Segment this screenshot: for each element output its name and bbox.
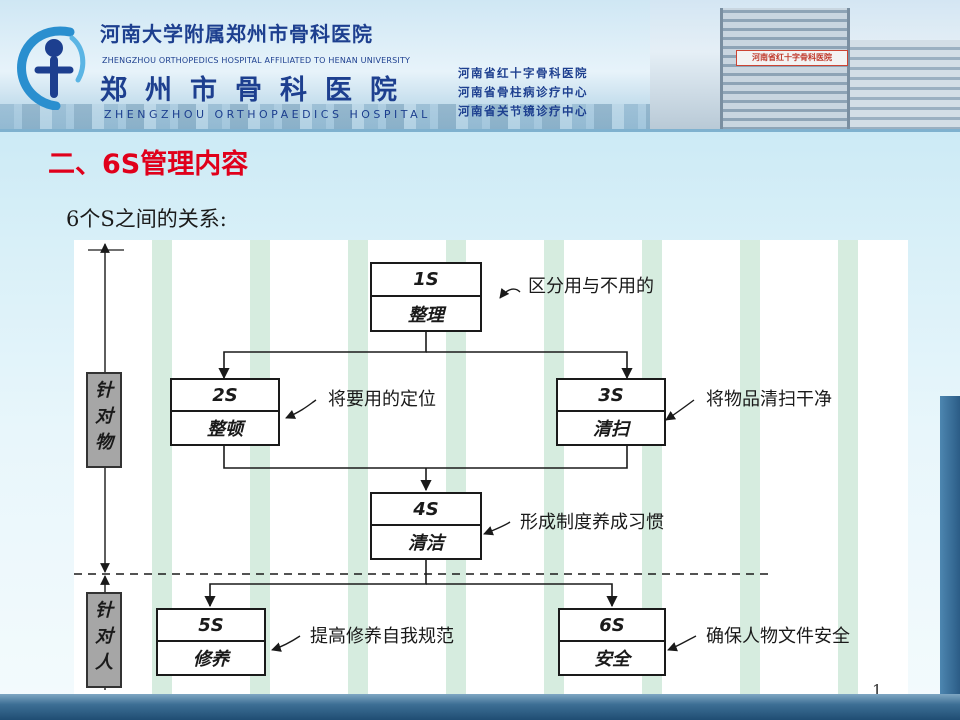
side-char: 针	[95, 600, 113, 621]
box-5s-code: 5S	[158, 610, 264, 642]
box-3s-name: 清扫	[593, 419, 629, 440]
box-4s-code: 4S	[372, 494, 480, 526]
connector-4s-5s	[204, 560, 427, 608]
box-4s-name: 清洁	[408, 533, 444, 554]
box-3s-code: 3S	[558, 380, 664, 412]
slide-subtitle: 6个S之间的关系:	[66, 207, 227, 231]
box-5s: 5S 修养	[156, 608, 266, 676]
connector-1s-3s	[426, 351, 633, 380]
connector-4s-6s	[426, 583, 618, 608]
box-2s-code: 2S	[172, 380, 278, 412]
page-number: 1	[872, 681, 883, 700]
box-1s: 1S 整理	[370, 262, 482, 332]
building-sign: 河南省红十字骨科医院	[736, 50, 848, 66]
footer-bar	[0, 694, 960, 720]
box-6s-code: 6S	[560, 610, 664, 642]
center-item: 河南省关节镜诊疗中心	[458, 104, 588, 118]
hospital-logo-icon	[17, 26, 86, 110]
note-3s: 将物品清扫干净	[706, 389, 832, 410]
note-arrow-6s	[667, 635, 697, 652]
connector-2s-4s	[223, 446, 628, 469]
center-item: 河南省红十字骨科医院	[458, 66, 588, 80]
side-label-objects: 针 对 物	[86, 372, 122, 468]
hospital-name-cn: 郑州市骨科医院	[100, 75, 415, 106]
side-char: 针	[95, 380, 113, 401]
note-arrow-4s	[483, 521, 511, 536]
box-6s: 6S 安全	[558, 608, 666, 676]
box-2s: 2S 整顿	[170, 378, 280, 446]
note-arrow-5s	[271, 635, 301, 652]
building-wing	[850, 40, 960, 130]
side-char: 对	[95, 626, 113, 647]
slide-title: 二、6S管理内容	[48, 149, 249, 180]
affiliate-name-en: ZHENGZHOU ORTHOPEDICS HOSPITAL AFFILIATE…	[102, 56, 411, 65]
box-4s: 4S 清洁	[370, 492, 482, 560]
box-3s: 3S 清扫	[556, 378, 666, 446]
box-5s-name: 修养	[193, 649, 229, 670]
affiliate-name-cn: 河南大学附属郑州市骨科医院	[100, 22, 373, 46]
box-6s-name: 安全	[594, 649, 630, 670]
header-divider	[0, 129, 960, 132]
side-label-people: 针 对 人	[86, 592, 122, 688]
note-1s: 区分用与不用的	[528, 276, 654, 297]
hospital-name-en: ZHENGZHOU ORTHOPAEDICS HOSPITAL	[104, 108, 431, 121]
box-2s-name: 整顿	[207, 419, 243, 440]
side-char: 人	[95, 652, 113, 673]
note-arrow-3s	[665, 399, 695, 421]
note-6s: 确保人物文件安全	[706, 626, 850, 647]
note-arrow-1s	[499, 288, 521, 299]
note-4s: 形成制度养成习惯	[520, 512, 664, 533]
note-arrow-2s	[285, 399, 317, 419]
box-1s-code: 1S	[372, 264, 480, 297]
box-1s-name: 整理	[408, 304, 444, 326]
slide-side-accent	[940, 396, 960, 694]
center-item: 河南省骨柱病诊疗中心	[458, 85, 588, 99]
building-tower	[720, 8, 850, 130]
side-char: 物	[95, 432, 113, 453]
6s-relationship-diagram: 针 对 物 针 对 人 1S 整理 2S 整顿 3S 清扫 4S 清洁 5S 修…	[74, 240, 908, 694]
hospital-banner: 河南大学附属郑州市骨科医院 ZHENGZHOU ORTHOPEDICS HOSP…	[0, 0, 960, 130]
side-char: 对	[95, 406, 113, 427]
connector-1s-split	[218, 332, 427, 380]
center-list: 河南省红十字骨科医院 河南省骨柱病诊疗中心 河南省关节镜诊疗中心	[458, 64, 648, 121]
hospital-building-photo: 河南省红十字骨科医院	[650, 0, 960, 130]
note-2s: 将要用的定位	[328, 389, 436, 410]
note-5s: 提高修养自我规范	[310, 626, 454, 647]
